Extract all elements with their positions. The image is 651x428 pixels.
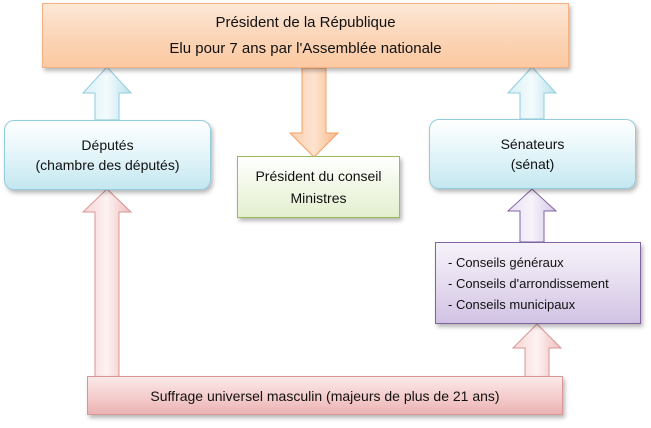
arrow-suffrage-to-deputes bbox=[81, 188, 133, 378]
senateurs-box: Sénateurs (sénat) bbox=[429, 119, 636, 189]
president-republique-box: Président de la République Elu pour 7 an… bbox=[42, 3, 569, 68]
senateurs-subtitle: (sénat) bbox=[510, 156, 555, 172]
arrow-senateurs-to-president bbox=[506, 66, 558, 120]
deputes-title: Députés bbox=[81, 137, 134, 153]
conseil-subtitle: Ministres bbox=[290, 190, 347, 206]
president-election-text: Elu pour 7 ans par l'Assemblée nationale bbox=[169, 39, 442, 57]
suffrage-label: Suffrage universel masculin (majeurs de … bbox=[150, 387, 500, 404]
arrow-suffrage-to-conseils bbox=[511, 323, 563, 378]
suffrage-universel-box: Suffrage universel masculin (majeurs de … bbox=[87, 376, 563, 415]
conseils-item: - Conseils généraux bbox=[448, 254, 564, 270]
conseil-title: Président du conseil bbox=[255, 168, 382, 184]
deputes-box: Députés (chambre des députés) bbox=[4, 120, 211, 190]
president-title: Président de la République bbox=[215, 13, 396, 31]
senateurs-title: Sénateurs bbox=[500, 136, 565, 152]
conseils-item: - Conseils d'arrondissement bbox=[448, 275, 609, 291]
arrow-president-to-conseil bbox=[288, 67, 340, 158]
arrow-conseils-to-senateurs bbox=[506, 188, 558, 243]
deputes-subtitle: (chambre des députés) bbox=[35, 157, 180, 173]
arrow-deputes-to-president bbox=[81, 66, 133, 121]
conseils-item: - Conseils municipaux bbox=[448, 296, 576, 312]
president-conseil-box: Président du conseil Ministres bbox=[237, 156, 400, 218]
conseils-locaux-box: - Conseils généraux - Conseils d'arrondi… bbox=[435, 242, 641, 324]
